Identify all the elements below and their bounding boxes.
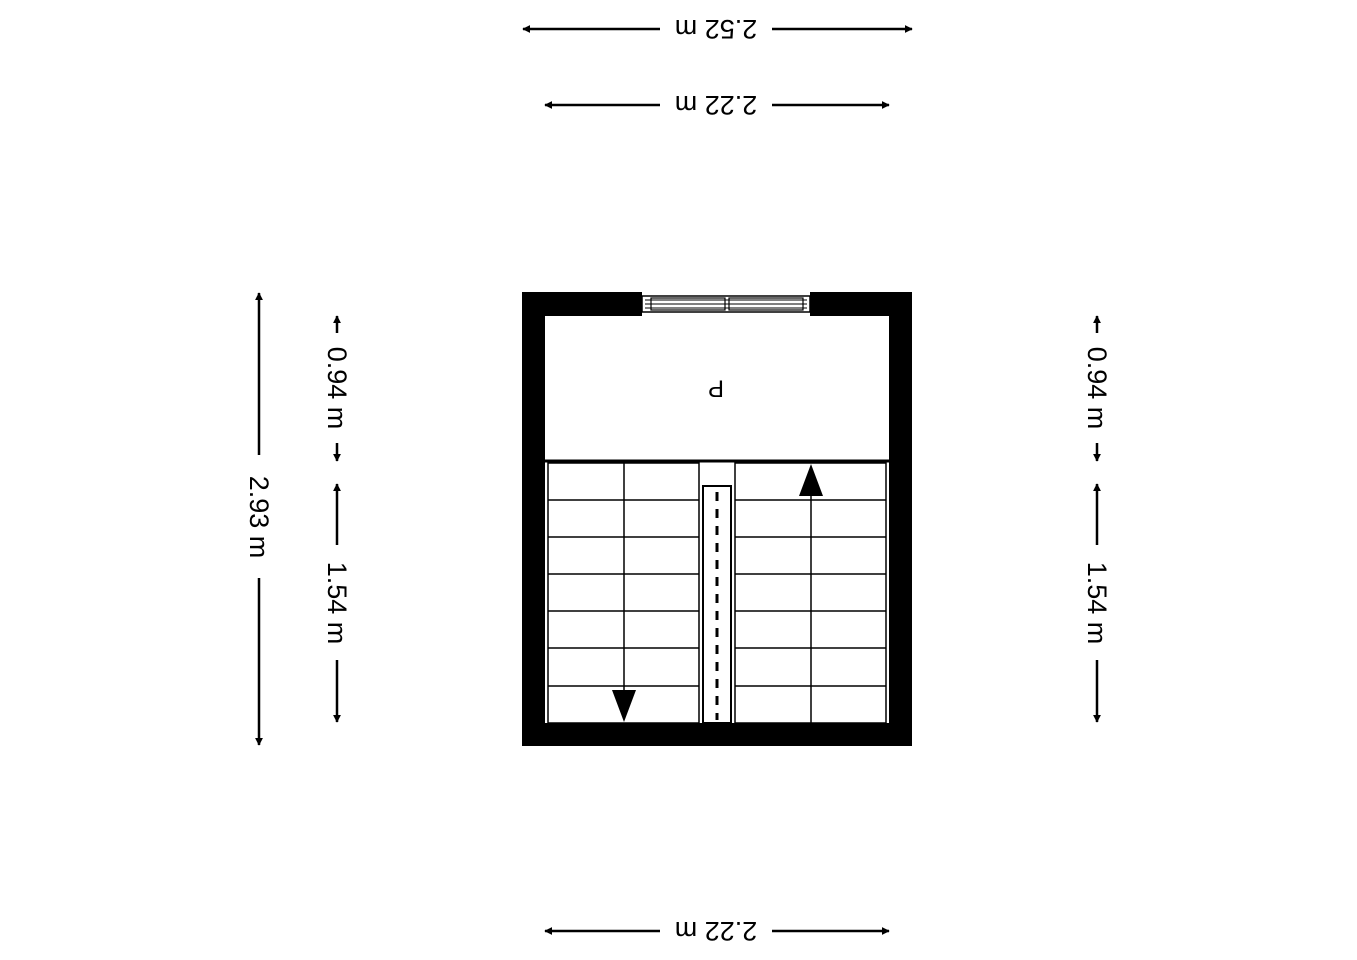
stair-well bbox=[702, 485, 732, 724]
dimension-label: 0.94 m bbox=[1082, 347, 1112, 430]
dimension-right-lower: 1.54 m bbox=[1082, 483, 1112, 723]
dimension-left-lower: 1.54 m bbox=[322, 483, 352, 723]
dimension-left-total: 2.93 m bbox=[244, 292, 274, 746]
dimension-label: 0.94 m bbox=[322, 347, 352, 430]
stair-direction-arrow-up bbox=[799, 464, 823, 496]
dimension-label: 2.52 m bbox=[675, 14, 758, 44]
dimension-label: 2.93 m bbox=[244, 476, 274, 559]
stair-flight-left bbox=[547, 462, 700, 724]
outer-walls bbox=[522, 292, 912, 746]
window bbox=[641, 295, 811, 313]
staircase bbox=[547, 462, 887, 724]
dimension-top-inner: 2.22 m bbox=[544, 90, 890, 120]
dimension-left-upper: 0.94 m bbox=[322, 315, 352, 462]
dimension-bottom: 2.22 m bbox=[544, 916, 890, 946]
window-sash-left bbox=[650, 297, 726, 311]
stair-flight-right bbox=[734, 462, 887, 724]
dimension-label: 2.22 m bbox=[675, 90, 758, 120]
dimension-top-outer: 2.52 m bbox=[522, 14, 913, 44]
stair-direction-arrow-down bbox=[612, 690, 636, 722]
room-label-landing: P bbox=[708, 375, 724, 402]
dimension-label: 1.54 m bbox=[1082, 562, 1112, 645]
dimension-right-upper: 0.94 m bbox=[1082, 315, 1112, 462]
dimension-label: 2.22 m bbox=[675, 916, 758, 946]
landing-room: P bbox=[545, 375, 889, 463]
window-sash-right bbox=[728, 297, 804, 311]
wall-left bbox=[522, 292, 545, 746]
wall-right bbox=[889, 292, 912, 746]
dimension-label: 1.54 m bbox=[322, 562, 352, 645]
wall-bottom bbox=[522, 723, 912, 746]
